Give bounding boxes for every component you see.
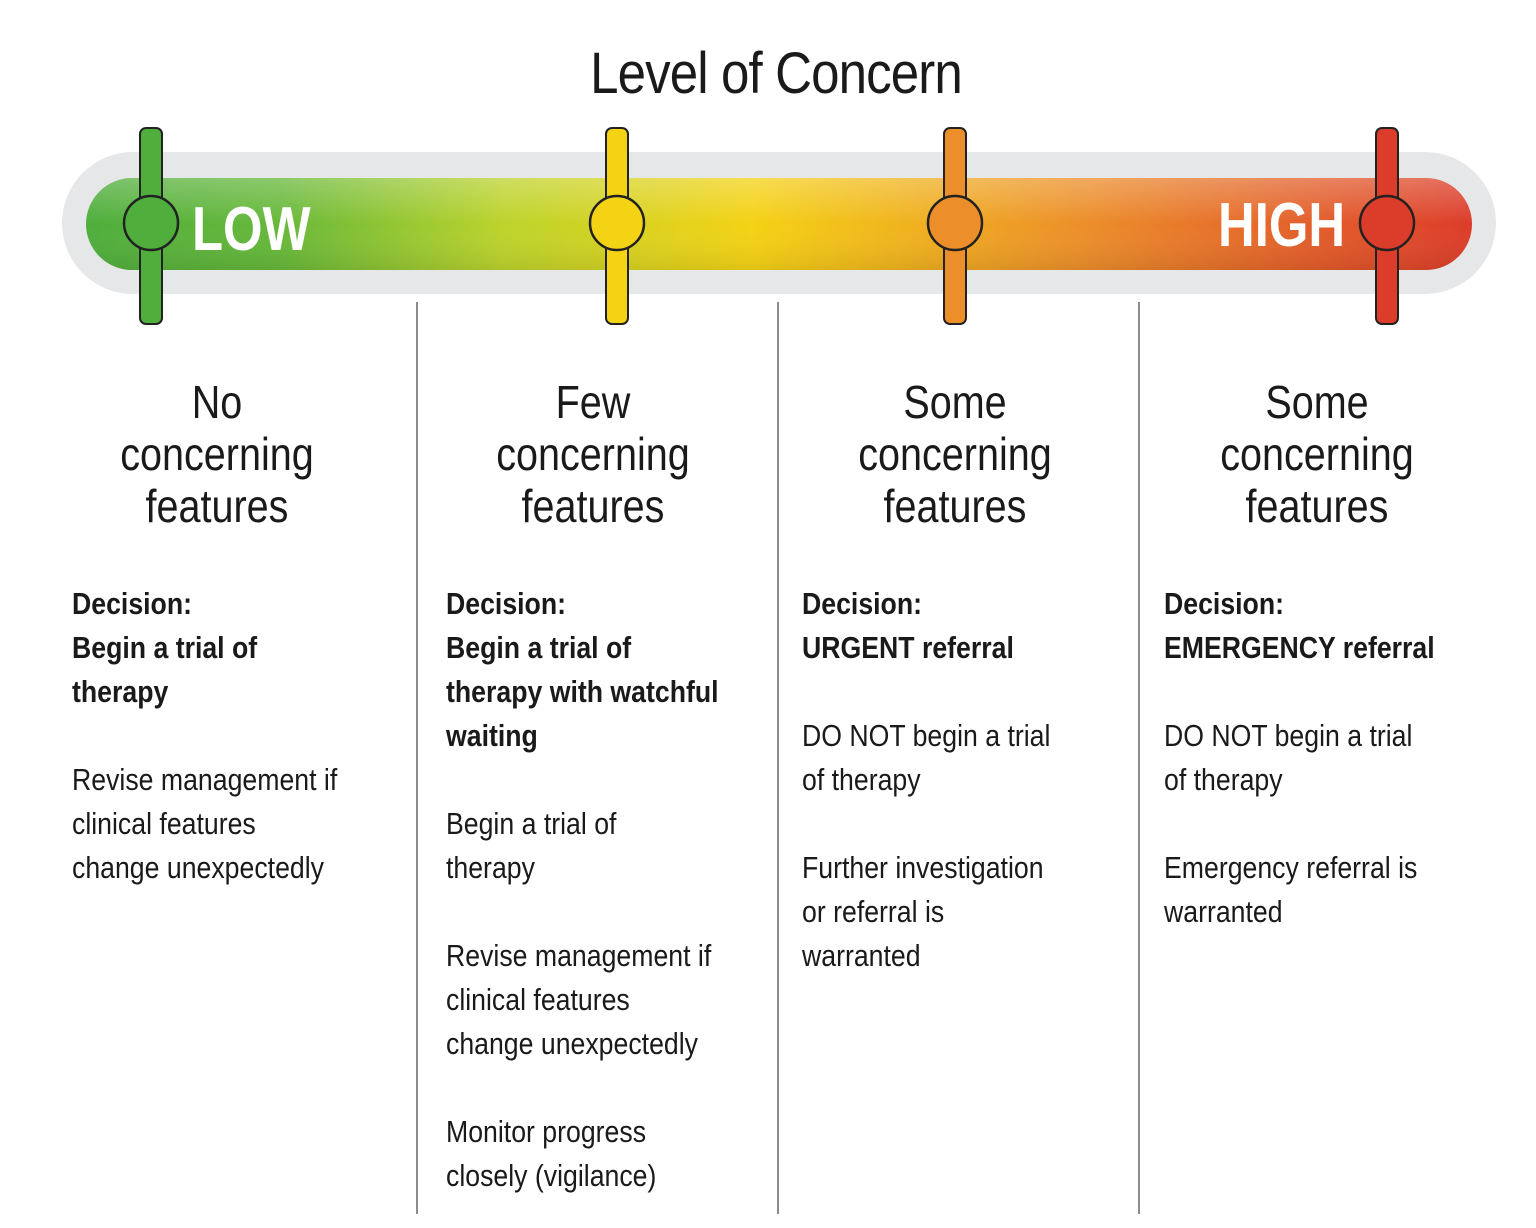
marker-some <box>926 127 984 325</box>
column-some-concern-urgent: Some concerning features Decision: URGEN… <box>802 376 1120 978</box>
column-heading: Some concerning features <box>1220 376 1414 532</box>
note-text: Emergency referral is warranted <box>1164 850 1418 929</box>
note-text: DO NOT begin a trial of therapy <box>802 718 1051 797</box>
note-text: Begin a trial of therapy <box>446 806 617 885</box>
decision-text: Decision: URGENT referral <box>802 586 1014 665</box>
note-text: Revise management if clinical features c… <box>446 938 712 1061</box>
column-heading: No concerning features <box>120 376 314 532</box>
column-heading: Few concerning features <box>496 376 690 532</box>
column-few-concern: Few concerning features Decision: Begin … <box>446 376 764 1198</box>
note-text: DO NOT begin a trial of therapy <box>1164 718 1413 797</box>
high-label: HIGH <box>1218 191 1345 260</box>
column-divider-1 <box>416 302 418 1214</box>
marker-few <box>588 127 646 325</box>
decision-text: Decision: Begin a trial of therapy with … <box>446 586 719 753</box>
column-some-concern-emergency: Some concerning features Decision: EMERG… <box>1164 376 1494 934</box>
decision-text: Decision: EMERGENCY referral <box>1164 586 1435 665</box>
column-no-concern: No concerning features Decision: Begin a… <box>72 376 390 890</box>
column-divider-3 <box>1138 302 1140 1214</box>
note-text: Revise management if clinical features c… <box>72 762 338 885</box>
concern-scale: LOW HIGH <box>62 127 1496 325</box>
low-label: LOW <box>192 195 311 264</box>
marker-high <box>1358 127 1416 325</box>
scale-gradient-shine <box>86 178 1472 270</box>
note-text: Monitor progress closely (vigilance) <box>446 1114 657 1193</box>
diagram-title: Level of Concern <box>590 41 963 106</box>
column-divider-2 <box>777 302 779 1214</box>
note-text: Further investigation or referral is war… <box>802 850 1044 973</box>
column-heading: Some concerning features <box>858 376 1052 532</box>
marker-low <box>122 127 180 325</box>
decision-text: Decision: Begin a trial of therapy <box>72 586 258 709</box>
